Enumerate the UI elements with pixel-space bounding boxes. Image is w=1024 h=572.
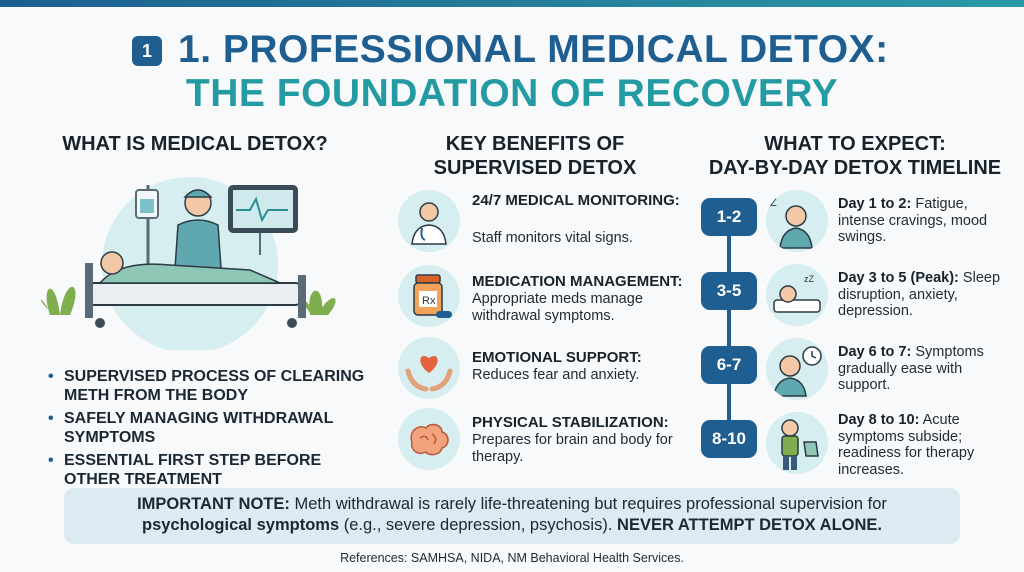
references: References: SAMHSA, NIDA, NM Behavioral … [340,551,684,565]
benefit-title: 24/7 MEDICAL MONITORING: [472,192,680,209]
plant-right-icon [301,290,336,315]
benefit-item: Rx MEDICATION MANAGEMENT: Appropriate me… [398,265,698,335]
benefit-description: Staff monitors vital signs. [472,230,633,246]
benefits-heading: KEY BENEFITS OF SUPERVISED DETOX [433,133,637,179]
benefit-item: EMOTIONAL SUPPORT: Reduces fear and anxi… [398,337,698,407]
note-warning: NEVER ATTEMPT [617,516,755,534]
pill-bottle-icon: Rx [398,265,460,327]
detox-definition-list: •SUPERVISED PROCESS OF CLEARING METH FRO… [48,367,368,493]
svg-text:Rx: Rx [422,295,436,307]
timeline-node: 3-5 [701,272,757,310]
clock-person-icon [766,338,828,400]
note-label: IMPORTANT NOTE: [137,495,290,513]
timeline-step-text: Day 8 to 10: Acute symptoms subside; rea… [838,412,975,478]
benefit-description: Reduces fear and anxiety. [472,367,640,383]
list-item: •SAFELY MANAGING WITHDRAWAL SYMPTOMS [48,410,334,446]
brain-icon [398,408,460,470]
recovered-person-icon [766,412,828,474]
benefit-title: EMOTIONAL SUPPORT: [472,349,642,366]
benefit-item: 24/7 MEDICAL MONITORING: Staff monitors … [398,190,698,260]
list-item: •SUPERVISED PROCESS OF CLEARING METH FRO… [48,368,365,404]
timeline-heading: WHAT TO EXPECT: DAY-BY-DAY DETOX TIMELIN… [708,133,1002,179]
benefit-item: PHYSICAL STABILIZATION: Prepares for bra… [398,408,698,478]
top-accent-bar [0,0,1024,7]
timeline-step-text: Day 6 to 7: Symptoms gradually ease with… [838,344,984,393]
page-subtitle: THE FOUNDATION OF RECOVERY [185,72,839,115]
benefit-description: Prepares for brain and body for therapy. [472,432,673,465]
bullet-icon: • [48,368,54,385]
list-item: •ESSENTIAL FIRST STEP BEFORE OTHER TREAT… [48,452,322,488]
plant-left-icon [40,286,76,315]
bullet-icon: • [48,452,54,469]
benefit-description: Appropriate meds manage withdrawal sympt… [472,291,643,324]
heart-hands-icon [398,337,460,399]
fatigued-person-icon: Z [766,190,828,252]
timeline-node: 8-10 [701,420,757,458]
timeline-step-text: Day 3 to 5 (Peak): Sleep disruption, anx… [838,270,1001,319]
sleepless-person-icon: zZ [766,264,828,326]
doctor-icon [398,190,460,252]
what-is-detox-heading: WHAT IS MEDICAL DETOX? [62,133,328,155]
hospital-bed-illustration [40,177,336,350]
important-note-box: IMPORTANT NOTE: Meth withdrawal is rarel… [64,488,960,544]
page-title: 1. PROFESSIONAL MEDICAL DETOX: [178,28,889,71]
bullet-icon: • [48,410,54,427]
svg-text:Z: Z [770,197,777,209]
svg-text:zZ: zZ [804,274,815,284]
benefit-title: PHYSICAL STABILIZATION: [472,414,669,431]
timeline-step-text: Day 1 to 2: Fatigue, intense cravings, m… [838,196,988,245]
benefit-title: MEDICATION MANAGEMENT: [472,273,683,290]
timeline-line [727,205,731,450]
timeline-node: 6-7 [701,346,757,384]
section-number-badge: 1 [132,36,162,66]
timeline-node: 1-2 [701,198,757,236]
